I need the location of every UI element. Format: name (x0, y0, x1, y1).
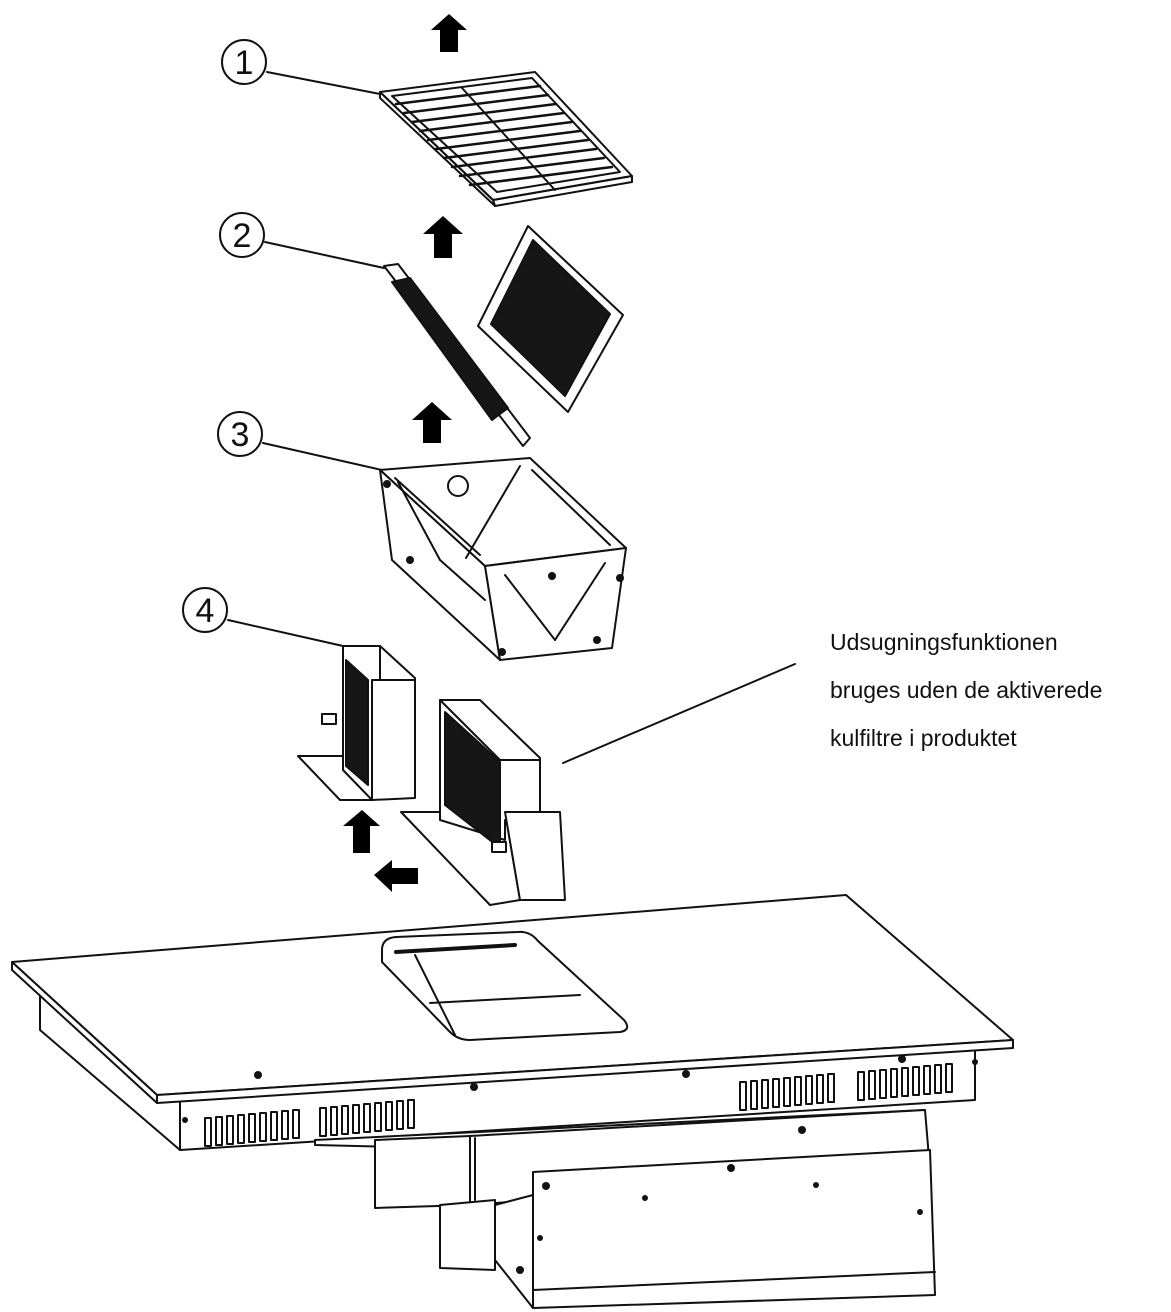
arrow-up-4 (343, 810, 380, 853)
note-line-3: kulfiltre i produktet (830, 725, 1017, 751)
cooktop-unit (11, 894, 1014, 1309)
arrow-up-3 (412, 402, 452, 443)
note-line-1: Udsugningsfunktionen (830, 629, 1058, 655)
callout-4: 4 (182, 587, 344, 647)
grid-part (379, 71, 633, 207)
callout-3-number: 3 (231, 416, 250, 454)
callout-1-number: 1 (235, 44, 254, 82)
note-line-2: bruges uden de aktiverede (830, 677, 1103, 703)
charcoal-filter-left (297, 645, 416, 801)
charcoal-filter-right (400, 699, 566, 906)
note-text: Udsugningsfunktionen bruges uden de akti… (830, 618, 1165, 762)
callout-2: 2 (219, 212, 385, 269)
grease-filter-right (477, 225, 624, 413)
callout-3: 3 (217, 411, 383, 471)
arrow-left-4 (374, 860, 418, 892)
arrow-up-1 (431, 14, 467, 52)
arrow-up-2 (423, 216, 463, 258)
callout-1: 1 (221, 39, 381, 95)
callout-4-number: 4 (196, 592, 215, 630)
callout-2-number: 2 (233, 217, 252, 255)
grease-filter-left (383, 263, 531, 447)
removal-arrows (343, 14, 467, 892)
filter-housing (379, 457, 627, 661)
note-leader-line (562, 663, 796, 764)
